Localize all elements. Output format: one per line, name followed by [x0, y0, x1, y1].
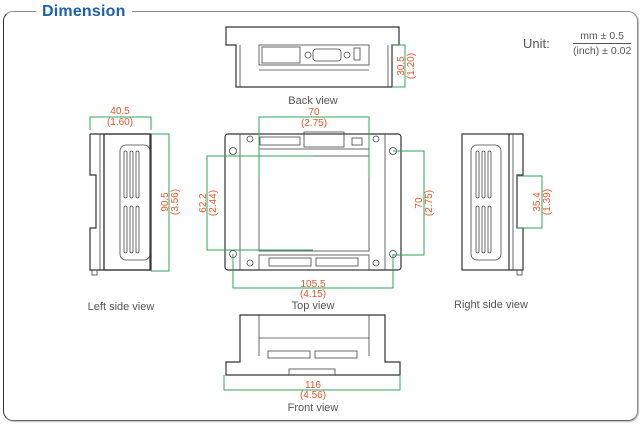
back-view-caption: Back view: [288, 95, 338, 107]
top-bottom-dimension-line: [232, 254, 394, 289]
terminal-block-icon: [315, 257, 359, 267]
top-connector-dimension-line: [258, 116, 370, 178]
right-rail-in: (1.39): [542, 189, 553, 215]
back-connector-panel: [258, 44, 370, 66]
diagram-frame: [3, 11, 638, 421]
front-view-caption: Front view: [288, 402, 339, 414]
screw-icon: [246, 259, 254, 267]
bottom-connector-strip: [258, 254, 370, 271]
left-view-caption: Left side view: [88, 301, 155, 313]
left-width-dimension-line: [89, 116, 152, 130]
left-side-view: 40.5 (1.60) 90.5 (3.56) Left side view: [88, 106, 181, 313]
right-view-rail: [509, 133, 524, 271]
db9-connector-icon: [312, 48, 342, 62]
back-height-in: (1.20): [406, 53, 417, 79]
top-right-mm: 70: [414, 197, 425, 209]
left-height-in: (3.56): [170, 189, 181, 215]
top-left-mm: 62.2: [198, 193, 209, 213]
front-view: 116 (4.56) Front view: [223, 314, 401, 414]
section-title: Dimension: [36, 3, 132, 21]
top-right-dimension-line: [393, 150, 425, 256]
terminal-block-icon: [267, 350, 311, 359]
right-view-caption: Right side view: [454, 299, 528, 311]
unit-numerator: mm ± 0.5: [573, 30, 632, 44]
back-height-dimension-line: [392, 44, 406, 88]
front-view-outline: [225, 314, 401, 376]
top-connector-mm: 70: [308, 107, 320, 118]
screw-icon: [372, 259, 380, 267]
top-view: 70 (2.75) 62.2 (2.44) 70 (2.75) 105.5 (4…: [198, 107, 435, 312]
vent-slots: [475, 150, 492, 254]
right-view-foot: [516, 269, 523, 276]
terminal-block-icon: [268, 257, 312, 267]
right-rail-dimension-line: [517, 175, 543, 229]
unit-denominator: (inch) ± 0.02: [573, 45, 632, 57]
top-left-in: (2.44): [208, 190, 219, 216]
back-view: 30.5 (1.20) Back view: [225, 26, 417, 107]
top-connector-in: (2.75): [301, 118, 327, 129]
terminal-block-icon: [314, 350, 358, 359]
left-height-mm: 90.5: [160, 192, 171, 212]
back-view-outline: [225, 26, 400, 88]
vent-panel: [470, 144, 502, 261]
screw-icon: [246, 135, 254, 143]
top-bottom-mm: 105.5: [300, 279, 325, 290]
front-width-mm: 116: [305, 380, 321, 391]
vent-panel: [119, 144, 151, 261]
left-view-body: [103, 133, 152, 271]
back-terminal-block: [261, 46, 301, 64]
left-height-dimension-line: [151, 133, 170, 272]
front-width-in: (4.56): [300, 390, 326, 401]
left-view-foot: [91, 269, 98, 276]
right-view-body: [461, 133, 510, 271]
back-height-mm: 30.5: [396, 56, 407, 76]
screw-icon: [372, 135, 380, 143]
left-width-mm: 40.5: [110, 106, 130, 117]
unit-label: Unit:: [523, 36, 550, 51]
front-connector-icon: [288, 368, 336, 376]
left-width-in: (1.60): [107, 117, 133, 128]
front-width-dimension-line: [223, 375, 401, 391]
power-jack-icon: [353, 47, 361, 61]
lcd-display-area: [258, 155, 370, 252]
right-side-view: 35.4 (1.39) Right side view: [454, 133, 553, 311]
unit-fraction: mm ± 0.5 (inch) ± 0.02: [573, 30, 632, 57]
top-view-caption: Top view: [292, 300, 335, 312]
power-jack-icon: [351, 137, 363, 146]
mounting-hole-icon: [229, 147, 237, 155]
vent-slots: [123, 150, 140, 254]
top-bottom-in: (4.15): [300, 289, 326, 300]
right-rail-mm: 35.4: [532, 192, 543, 212]
screw-icon: [304, 51, 312, 59]
top-left-dimension-line: [206, 155, 313, 251]
terminal-block-icon: [259, 136, 301, 146]
top-right-in: (2.75): [424, 190, 435, 216]
screw-icon: [343, 51, 351, 59]
db9-connector-icon: [303, 131, 345, 148]
